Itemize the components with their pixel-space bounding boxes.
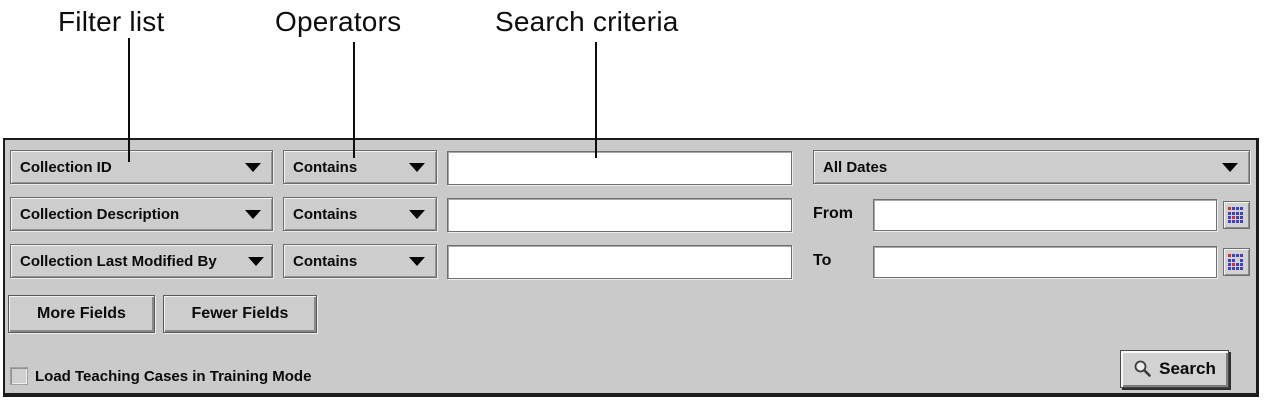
- operator-dropdown-1[interactable]: Contains: [283, 150, 437, 184]
- chevron-down-icon: [409, 209, 425, 219]
- operator-dropdown-1-value: Contains: [293, 158, 358, 176]
- chevron-down-icon: [409, 256, 425, 266]
- to-label: To: [813, 252, 832, 269]
- annotation-line-operators: [353, 42, 355, 158]
- magnifier-icon: [1134, 360, 1151, 377]
- operator-dropdown-3[interactable]: Contains: [283, 244, 437, 278]
- date-range-dropdown[interactable]: All Dates: [813, 150, 1250, 184]
- annotation-line-search-criteria: [595, 42, 597, 158]
- annotation-line-filter-list: [128, 38, 130, 162]
- search-criteria-input-3[interactable]: [447, 245, 792, 279]
- filter-field-dropdown-2-value: Collection Description: [20, 205, 180, 223]
- from-date-input[interactable]: [873, 199, 1217, 231]
- fewer-fields-button[interactable]: Fewer Fields: [163, 295, 317, 333]
- operator-dropdown-3-value: Contains: [293, 252, 358, 270]
- search-button-label: Search: [1159, 359, 1216, 378]
- operator-dropdown-2-value: Contains: [293, 205, 358, 223]
- filter-field-dropdown-1-value: Collection ID: [20, 158, 112, 176]
- annotation-filter-list: Filter list: [58, 6, 165, 37]
- chevron-down-icon: [409, 162, 425, 172]
- more-fields-button[interactable]: More Fields: [8, 295, 155, 333]
- filter-field-dropdown-3-value: Collection Last Modified By: [20, 252, 217, 270]
- annotation-search-criteria: Search criteria: [495, 6, 679, 37]
- to-date-input[interactable]: [873, 246, 1217, 278]
- filter-field-dropdown-3[interactable]: Collection Last Modified By: [10, 244, 273, 278]
- training-mode-checkbox[interactable]: [10, 367, 28, 385]
- filter-field-dropdown-1[interactable]: Collection ID: [10, 150, 273, 184]
- training-mode-checkbox-label: Load Teaching Cases in Training Mode: [35, 368, 312, 385]
- from-calendar-button[interactable]: [1223, 201, 1250, 229]
- chevron-down-icon: [245, 209, 261, 219]
- chevron-down-icon: [245, 162, 261, 172]
- calendar-icon: [1228, 253, 1243, 270]
- to-calendar-button[interactable]: [1223, 248, 1250, 276]
- search-criteria-input-2[interactable]: [447, 198, 792, 232]
- chevron-down-icon: [248, 256, 264, 266]
- from-label: From: [813, 205, 853, 222]
- calendar-icon: [1228, 206, 1243, 223]
- operator-dropdown-2[interactable]: Contains: [283, 197, 437, 231]
- annotation-operators: Operators: [275, 6, 402, 37]
- date-range-dropdown-value: All Dates: [823, 158, 888, 176]
- search-criteria-input-1[interactable]: [447, 151, 792, 185]
- chevron-down-icon: [1222, 162, 1238, 172]
- search-button[interactable]: Search: [1120, 350, 1229, 388]
- filter-field-dropdown-2[interactable]: Collection Description: [10, 197, 273, 231]
